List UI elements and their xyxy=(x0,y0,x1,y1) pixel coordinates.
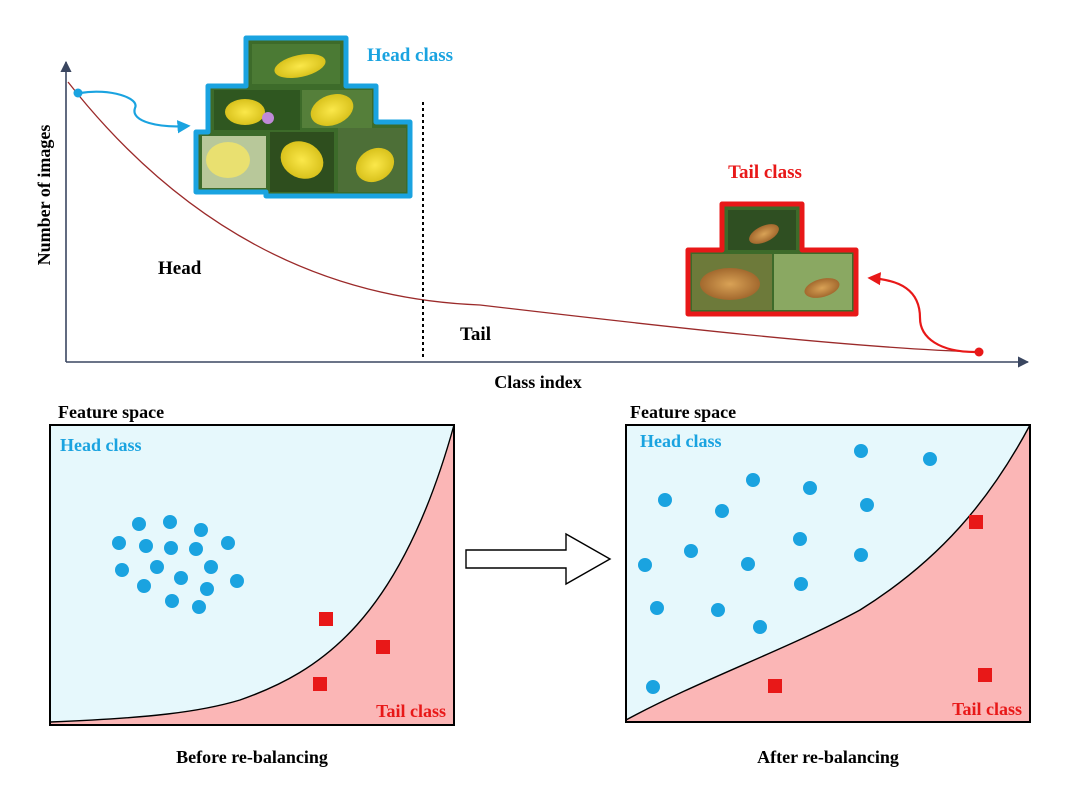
head-point xyxy=(200,582,214,596)
tail-class-arrow xyxy=(867,272,976,354)
x-axis-label: Class index xyxy=(494,372,582,392)
left-tail-region xyxy=(50,425,454,725)
tail-point xyxy=(313,677,327,691)
butterfly-photo-2 xyxy=(225,99,265,125)
hollow-right-arrow-icon xyxy=(465,532,612,586)
head-class-arrow xyxy=(79,90,191,134)
right-head-points xyxy=(638,444,937,694)
head-point xyxy=(150,560,164,574)
left-head-class-label: Head class xyxy=(60,435,142,455)
head-point xyxy=(230,574,244,588)
head-point xyxy=(204,560,218,574)
right-panel-caption: After re-balancing xyxy=(757,747,899,767)
right-head-class-label: Head class xyxy=(640,431,722,451)
left-panel-caption: Before re-balancing xyxy=(176,747,328,767)
head-region-label: Head xyxy=(158,258,202,279)
butterfly-photo-5 xyxy=(280,141,324,179)
right-panel-border xyxy=(625,424,1031,723)
right-tail-region xyxy=(626,425,1030,722)
tail-point xyxy=(376,640,390,654)
right-decision-boundary xyxy=(625,424,1031,721)
head-point xyxy=(753,620,767,634)
head-point xyxy=(165,594,179,608)
feature-space-before: Feature space Head class Tail class xyxy=(49,402,455,767)
head-point xyxy=(112,536,126,550)
head-point xyxy=(115,563,129,577)
long-tail-curve xyxy=(67,81,981,353)
head-point xyxy=(794,577,808,591)
head-point xyxy=(684,544,698,558)
tail-region-label: Tail xyxy=(460,324,491,345)
left-panel-border xyxy=(49,424,455,726)
left-tail-points xyxy=(313,612,390,691)
head-class-point xyxy=(73,88,83,98)
head-class-title: Head class xyxy=(367,45,453,66)
tail-point xyxy=(978,668,992,682)
butterfly-photo-6 xyxy=(355,147,395,183)
butterfly-photo-4 xyxy=(206,142,250,178)
head-point xyxy=(137,579,151,593)
distribution-plot: Number of images Class index Head Tail H… xyxy=(34,35,1030,392)
tail-point xyxy=(768,679,782,693)
head-point xyxy=(139,539,153,553)
head-point xyxy=(221,536,235,550)
head-point xyxy=(711,603,725,617)
head-point xyxy=(163,515,177,529)
head-point xyxy=(746,473,760,487)
y-axis-label: Number of images xyxy=(34,125,54,266)
head-point xyxy=(803,481,817,495)
head-point xyxy=(658,493,672,507)
right-tail-points xyxy=(768,515,992,693)
feature-space-after: Feature space Head class Tail class xyxy=(625,402,1031,767)
tail-point xyxy=(319,612,333,626)
moth-photo-1 xyxy=(749,224,779,244)
head-point xyxy=(860,498,874,512)
butterfly-photo-3 xyxy=(310,94,354,126)
head-point xyxy=(854,548,868,562)
head-point xyxy=(194,523,208,537)
moth-photo-3 xyxy=(804,278,840,298)
head-point xyxy=(650,601,664,615)
head-point xyxy=(164,541,178,555)
head-point xyxy=(189,542,203,556)
left-panel-title: Feature space xyxy=(58,402,164,422)
right-panel-title: Feature space xyxy=(630,402,736,422)
head-point xyxy=(715,504,729,518)
head-class-photo-collage xyxy=(193,35,413,199)
right-tail-class-label: Tail class xyxy=(952,699,1022,719)
head-point xyxy=(923,452,937,466)
tail-class-photo-collage xyxy=(685,201,859,317)
head-point xyxy=(192,600,206,614)
head-point xyxy=(854,444,868,458)
head-point xyxy=(638,558,652,572)
head-point xyxy=(741,557,755,571)
tail-class-point xyxy=(974,347,984,357)
moth-photo-2 xyxy=(700,268,760,300)
left-tail-class-label: Tail class xyxy=(376,701,446,721)
head-point xyxy=(793,532,807,546)
tail-point xyxy=(969,515,983,529)
head-point xyxy=(646,680,660,694)
head-point xyxy=(132,517,146,531)
left-decision-boundary xyxy=(49,424,455,723)
left-head-points xyxy=(112,515,244,614)
head-point xyxy=(174,571,188,585)
butterfly-photo-1 xyxy=(274,53,326,79)
tail-class-title: Tail class xyxy=(728,162,802,183)
